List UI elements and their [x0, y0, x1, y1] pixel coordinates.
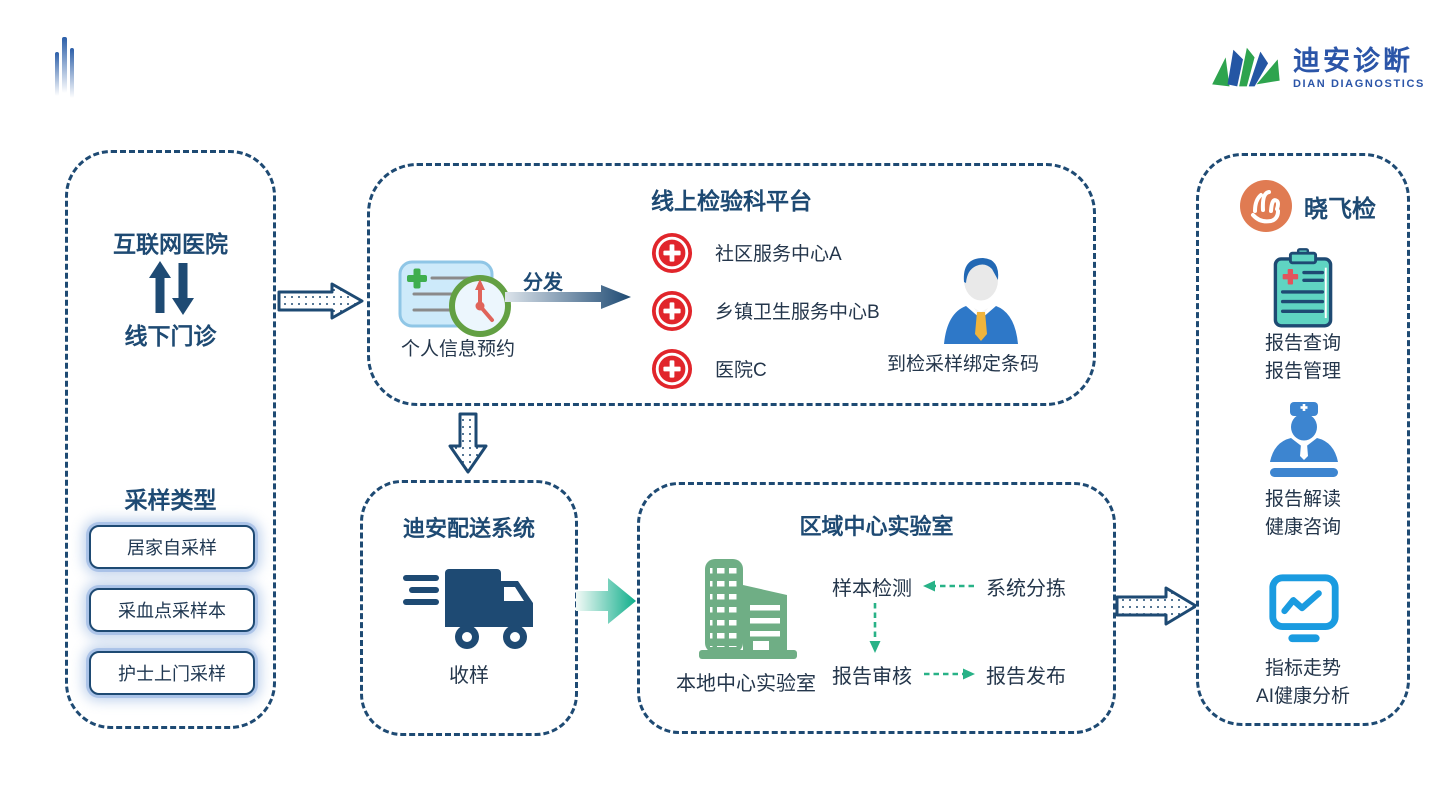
delivery-title: 迪安配送系统 — [402, 516, 535, 541]
delivery-panel: 迪安配送系统 收样 — [360, 480, 578, 736]
dashed-arrow-left-icon — [923, 580, 974, 592]
dian-logo-icon — [1212, 47, 1280, 87]
xiaofeijian-panel: 晓飞检 报告查询 报告管理 报告解读 — [1196, 153, 1410, 726]
appointment-form-icon — [398, 260, 511, 337]
feature-indicator-trend: 指标走势 — [1264, 658, 1341, 679]
report-publish-label: 报告发布 — [986, 666, 1066, 688]
app-title: 晓飞检 — [1304, 195, 1376, 223]
brand-name-en: DIAN DIAGNOSTICS — [1293, 78, 1425, 90]
online-hospital-label: 互联网医院 — [113, 231, 228, 257]
app-header: 晓飞检 — [1240, 180, 1376, 232]
destination-hospital: 医院C — [715, 360, 767, 381]
online-lab-platform-panel: 线上检验科平台 个人信息预约 分发 社区服务中心A — [367, 163, 1096, 406]
platform-title: 线上检验科平台 — [651, 188, 812, 214]
sampling-type-title: 采样类型 — [124, 487, 217, 513]
sample-test-label: 样本检测 — [832, 578, 912, 600]
report-review-label: 报告审核 — [832, 666, 912, 688]
sampling-item-home: 居家自采样 — [89, 525, 255, 569]
medical-cross-icon — [651, 232, 693, 274]
entry-panel: 互联网医院 线下门诊 采样类型 居家自采样 采血点采样本 护士上门采样 — [65, 150, 276, 729]
lab-title: 区域中心实验室 — [799, 514, 954, 539]
dashed-arrow-down-icon — [869, 603, 881, 653]
binding-label: 到检采样绑定条码 — [886, 354, 1039, 375]
receive-sample-label: 收样 — [449, 665, 489, 687]
system-sort-label: 系统分拣 — [986, 578, 1066, 600]
feature-report-query: 报告查询 — [1264, 333, 1341, 354]
destination-township: 乡镇卫生服务中心B — [715, 302, 880, 323]
regional-lab-panel: 区域中心实验室 本地中心实验室 样本检测 系统分拣 报告审核 报告发布 — [637, 482, 1116, 734]
sampling-item-blood-point: 采血点采样本 — [89, 588, 255, 632]
green-flow-arrow-icon — [576, 578, 636, 624]
feature-report-interpret: 报告解读 — [1264, 489, 1341, 510]
medical-cross-icon — [651, 290, 693, 332]
feature-report-manage: 报告管理 — [1264, 361, 1341, 382]
distribute-arrow-icon — [505, 285, 631, 309]
doctor-icon — [1270, 402, 1338, 477]
laboratory-building-icon — [699, 559, 797, 659]
updown-arrows-icon — [149, 261, 194, 315]
trend-monitor-icon — [1269, 574, 1339, 643]
appointment-label: 个人信息预约 — [400, 339, 515, 360]
brand-logo: 迪安诊断 DIAN DIAGNOSTICS — [1203, 42, 1425, 96]
flow-arrow-right-icon — [1115, 586, 1198, 626]
feature-ai-health: AI健康分析 — [1256, 686, 1350, 707]
feature-health-consult: 健康咨询 — [1264, 517, 1341, 538]
flow-arrow-right-icon — [277, 282, 364, 320]
distribute-label: 分发 — [523, 272, 563, 294]
medical-cross-icon — [651, 348, 693, 390]
xiaofeijian-logo-icon — [1240, 180, 1292, 232]
flow-arrow-down-icon — [448, 412, 488, 474]
brand-name-cn: 迪安诊断 — [1293, 46, 1413, 76]
dashed-arrow-right-icon — [924, 668, 975, 680]
offline-clinic-label: 线下门诊 — [124, 323, 217, 349]
patient-avatar-icon — [944, 258, 1018, 344]
sampling-item-nurse-visit: 护士上门采样 — [89, 651, 255, 695]
delivery-truck-icon — [403, 569, 533, 649]
local-lab-label: 本地中心实验室 — [676, 673, 816, 695]
report-clipboard-icon — [1273, 248, 1333, 328]
destination-community: 社区服务中心A — [715, 244, 842, 265]
